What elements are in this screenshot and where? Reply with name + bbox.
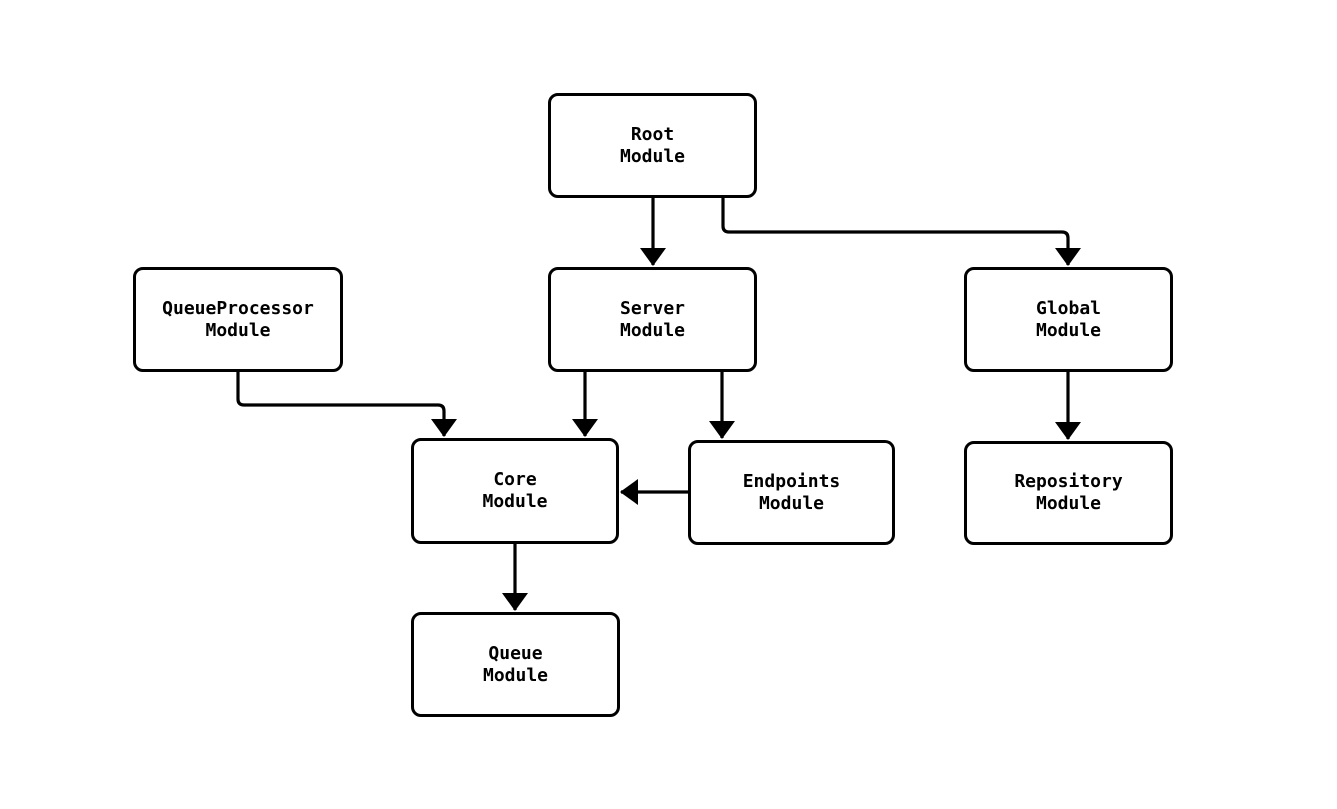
edge-root-to-global bbox=[721, 198, 1081, 266]
node-queue-module: Queue Module bbox=[411, 612, 620, 717]
node-core-module-label: Core Module bbox=[482, 469, 548, 512]
node-queue-module-label: Queue Module bbox=[482, 642, 549, 686]
node-endpoints-module-label: Endpoints Module bbox=[742, 470, 841, 514]
edge-queueprocessor-to-core bbox=[236, 372, 457, 437]
node-root-module: Root Module bbox=[548, 93, 757, 198]
node-server-module-label: Server Module bbox=[619, 297, 686, 341]
node-queueprocessor-module-label: QueueProcessor Module bbox=[162, 297, 314, 341]
node-core-module: Core Module bbox=[411, 438, 619, 544]
node-global-module: Global Module bbox=[964, 267, 1173, 372]
node-queueprocessor-module: QueueProcessor Module bbox=[133, 267, 343, 372]
node-repository-module-label: Repository Module bbox=[1014, 471, 1123, 514]
node-global-module-label: Global Module bbox=[1035, 297, 1102, 341]
node-repository-module: Repository Module bbox=[964, 441, 1173, 545]
node-root-module-label: Root Module bbox=[619, 123, 686, 167]
node-endpoints-module: Endpoints Module bbox=[688, 440, 895, 545]
node-server-module: Server Module bbox=[548, 267, 757, 372]
